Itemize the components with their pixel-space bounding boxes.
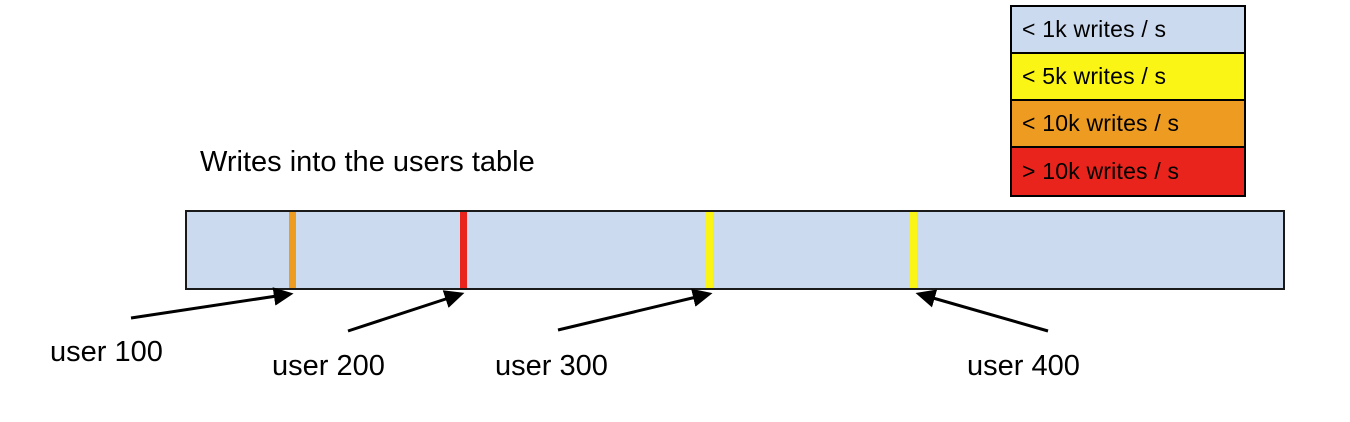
arrow-user-300 [557, 288, 713, 332]
legend-item-under-1k: < 1k writes / s [1012, 7, 1244, 54]
callout-label-user-400: user 400 [967, 350, 1080, 382]
legend-item-label: < 10k writes / s [1022, 110, 1180, 136]
marker-user-300 [706, 212, 714, 288]
legend-item-under-5k: < 5k writes / s [1012, 54, 1244, 101]
marker-user-400 [910, 212, 918, 288]
arrow-user-400 [915, 289, 1049, 333]
legend-item-over-10k: > 10k writes / s [1012, 148, 1244, 195]
page-title: Writes into the users table [200, 146, 535, 178]
marker-user-100 [288, 212, 296, 288]
callout-label-user-200: user 200 [272, 350, 385, 382]
callout-label-user-300: user 300 [495, 350, 608, 382]
legend-item-label: < 5k writes / s [1022, 63, 1167, 89]
legend-item-label: < 1k writes / s [1022, 16, 1167, 42]
arrow-user-200 [347, 290, 465, 333]
callout-label-user-100: user 100 [50, 336, 163, 368]
users-table-range-bar [185, 210, 1285, 290]
legend-item-under-10k: < 10k writes / s [1012, 101, 1244, 148]
legend-item-label: > 10k writes / s [1022, 158, 1180, 184]
legend: < 1k writes / s < 5k writes / s < 10k wr… [1010, 5, 1246, 197]
marker-user-200 [459, 212, 467, 288]
arrow-user-100 [130, 287, 294, 320]
